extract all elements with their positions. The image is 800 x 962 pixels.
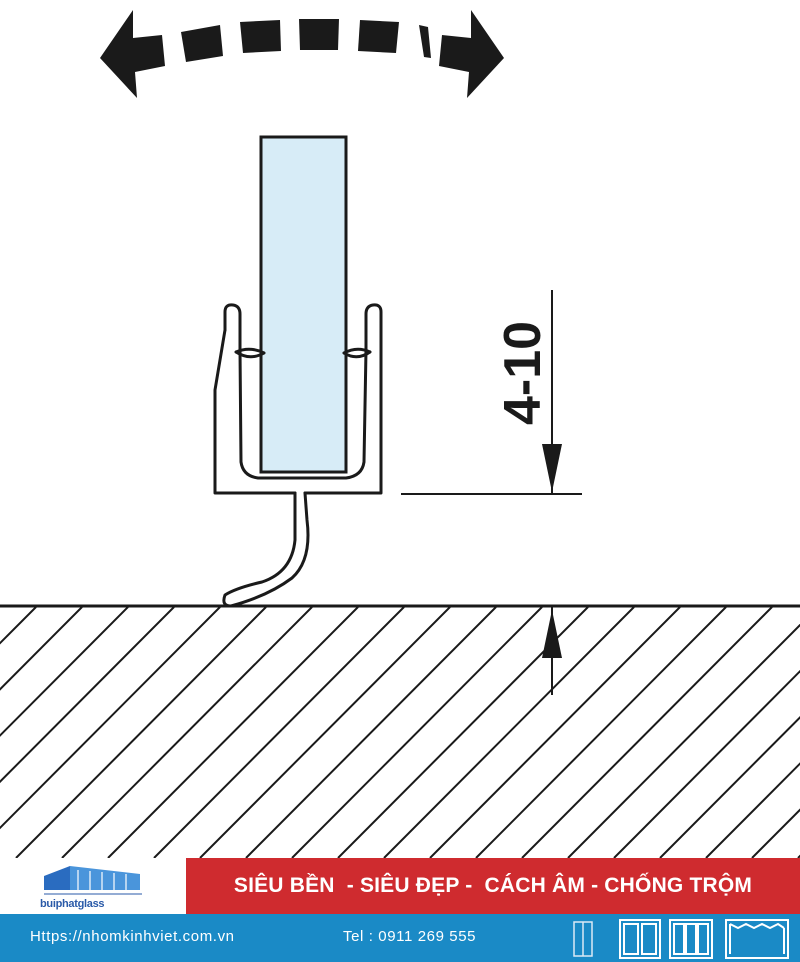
window-icon xyxy=(619,919,661,959)
contact-bar: Https://nhomkinhviet.com.vn Tel : 0911 2… xyxy=(0,914,800,962)
slogan-text: SIÊU BỀN - SIÊU ĐẸP - CÁCH ÂM - CHỐNG TR… xyxy=(233,874,753,897)
glass-pane xyxy=(259,135,348,474)
arrow-down-icon xyxy=(542,444,562,492)
footer-banner: buiphatglass SIÊU BỀN - SIÊU ĐẸP - CÁCH … xyxy=(0,858,800,962)
seal-diagram: 4-10 xyxy=(0,10,800,858)
arrow-up-icon xyxy=(542,610,562,658)
folding-door-icon xyxy=(725,919,789,959)
double-arrow-icon xyxy=(100,10,504,98)
phone-number: Tel : 0911 269 555 xyxy=(343,928,477,945)
seal-profile xyxy=(213,303,383,608)
brand-name: buiphatglass xyxy=(40,898,105,910)
slogan-bar: SIÊU BỀN - SIÊU ĐẸP - CÁCH ÂM - CHỐNG TR… xyxy=(186,858,800,914)
brand-logo: buiphatglass xyxy=(0,858,186,914)
dimension-label: 4-10 xyxy=(494,321,552,425)
sliding-window-icon xyxy=(669,919,713,959)
website-link[interactable]: Https://nhomkinhviet.com.vn xyxy=(30,928,235,945)
glass-door-icon xyxy=(573,921,593,957)
floor-hatch xyxy=(0,607,800,858)
building-logo-icon xyxy=(44,866,142,895)
